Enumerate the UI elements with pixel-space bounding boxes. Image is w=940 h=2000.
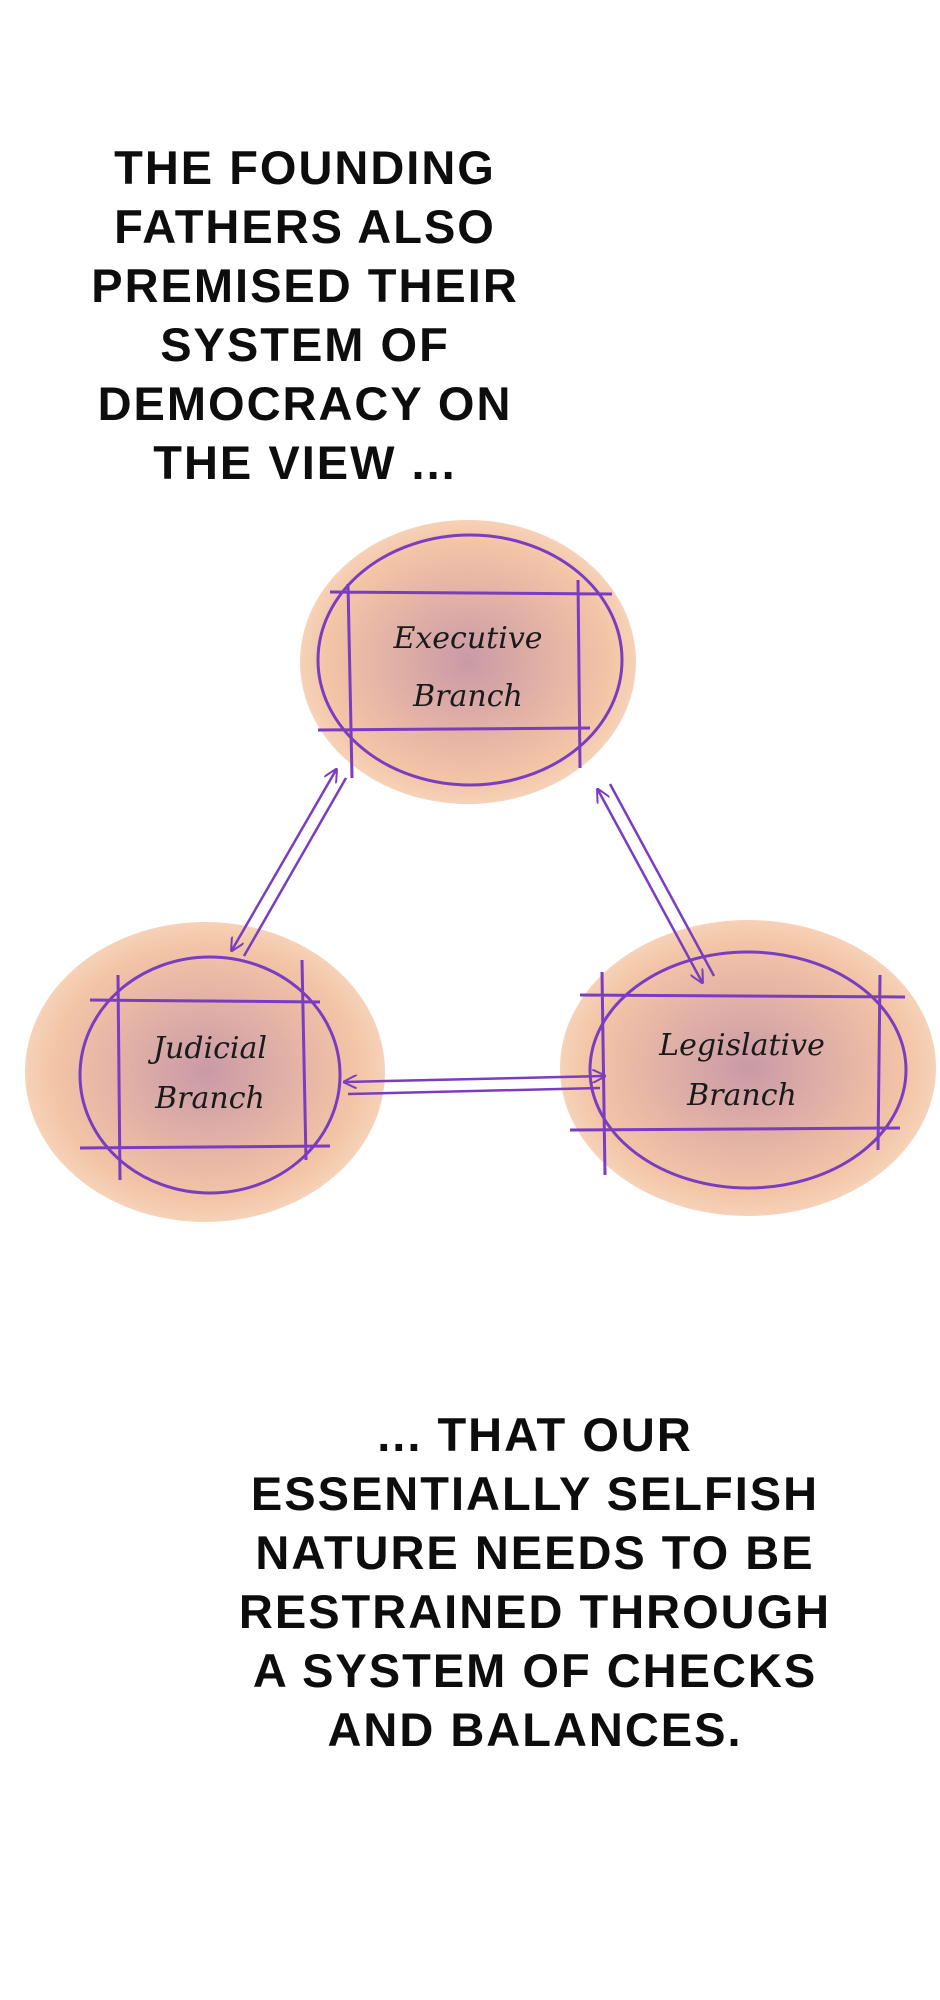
node-label: Branch — [154, 1081, 265, 1116]
node-label: Executive — [392, 621, 542, 656]
arrow-judicial-executive — [232, 770, 348, 957]
caption-line: ... that our — [377, 1408, 693, 1461]
node-label: Branch — [412, 679, 523, 714]
caption-line: democracy on — [97, 377, 513, 430]
caption-line: premised their — [91, 259, 519, 312]
caption-line: the view ... — [153, 436, 457, 489]
arrow-executive-legislative — [598, 783, 716, 982]
arrow-judicial-legislative — [345, 1076, 604, 1096]
legislative-branch-node: Legislative Branch — [560, 920, 936, 1216]
caption-line: fathers also — [114, 200, 496, 253]
judicial-branch-node: Judicial Branch — [25, 922, 385, 1222]
bottom-caption: ... that our essentially selfish nature … — [190, 1405, 880, 1759]
node-label: Legislative — [658, 1028, 825, 1063]
caption-line: essentially selfish — [250, 1467, 820, 1520]
caption-line: system of — [160, 318, 450, 371]
caption-line: restrained through — [238, 1585, 832, 1638]
node-label: Branch — [686, 1078, 797, 1113]
caption-line: and balances. — [327, 1703, 743, 1756]
caption-line: The founding — [114, 141, 496, 194]
top-caption: The founding fathers also premised their… — [40, 138, 570, 492]
caption-line: a system of checks — [252, 1644, 818, 1697]
node-label: Judicial — [147, 1031, 267, 1066]
caption-line: nature needs to be — [255, 1526, 815, 1579]
executive-branch-node: Executive Branch — [300, 520, 636, 804]
